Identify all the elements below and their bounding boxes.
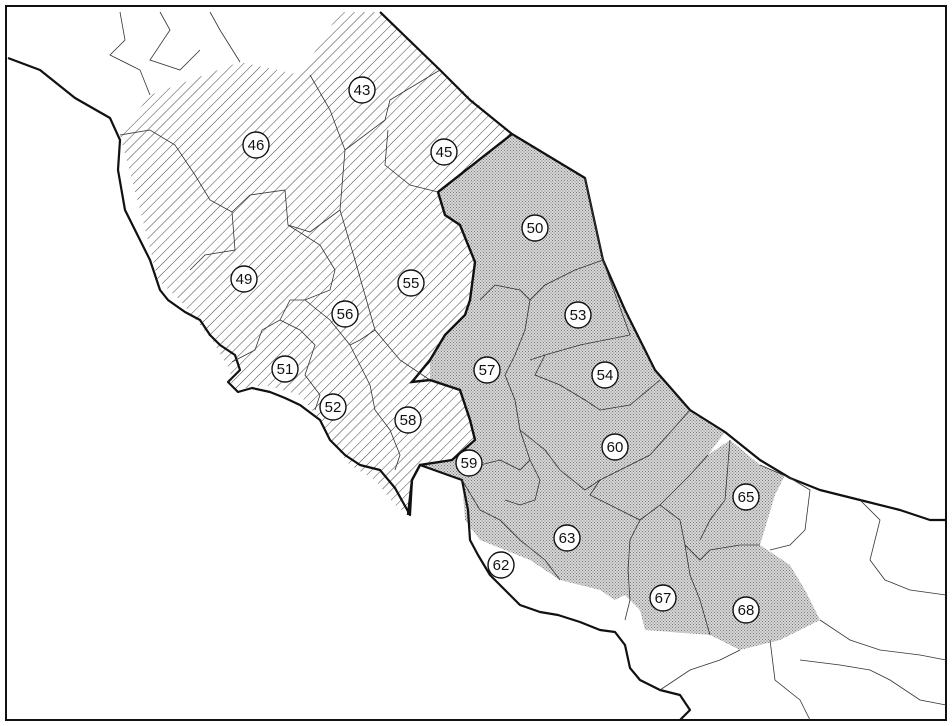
svg-text:62: 62 xyxy=(493,557,510,574)
svg-text:68: 68 xyxy=(738,602,755,619)
region-label-45[interactable]: 45 xyxy=(430,138,458,166)
svg-text:49: 49 xyxy=(236,271,253,288)
stippled-zone xyxy=(420,134,820,650)
region-label-51[interactable]: 51 xyxy=(271,355,299,383)
svg-text:59: 59 xyxy=(461,455,478,472)
svg-text:56: 56 xyxy=(337,306,354,323)
west-coastline xyxy=(7,56,692,721)
region-label-52[interactable]: 52 xyxy=(319,393,347,421)
region-label-55[interactable]: 55 xyxy=(397,269,425,297)
region-labels: 43 45 46 49 50 51 xyxy=(230,76,760,624)
svg-text:67: 67 xyxy=(655,590,672,607)
region-label-49[interactable]: 49 xyxy=(230,265,258,293)
region-label-62[interactable]: 62 xyxy=(487,551,515,579)
region-borders xyxy=(109,11,947,721)
svg-text:63: 63 xyxy=(559,530,576,547)
svg-text:57: 57 xyxy=(479,362,496,379)
region-label-67[interactable]: 67 xyxy=(649,584,677,612)
region-label-53[interactable]: 53 xyxy=(564,301,592,329)
region-label-60[interactable]: 60 xyxy=(601,433,629,461)
svg-text:55: 55 xyxy=(403,275,420,292)
zone-boundary xyxy=(406,133,513,516)
region-label-54[interactable]: 54 xyxy=(591,361,619,389)
region-label-50[interactable]: 50 xyxy=(521,214,549,242)
region-label-63[interactable]: 63 xyxy=(553,524,581,552)
svg-text:58: 58 xyxy=(400,412,417,429)
svg-text:50: 50 xyxy=(527,220,544,237)
svg-text:54: 54 xyxy=(597,367,614,384)
svg-text:46: 46 xyxy=(248,137,265,154)
region-label-59[interactable]: 59 xyxy=(455,449,483,477)
region-label-65[interactable]: 65 xyxy=(732,483,760,511)
region-label-43[interactable]: 43 xyxy=(348,76,376,104)
region-label-58[interactable]: 58 xyxy=(394,406,422,434)
svg-text:51: 51 xyxy=(277,361,294,378)
svg-text:65: 65 xyxy=(738,489,755,506)
region-label-57[interactable]: 57 xyxy=(473,356,501,384)
hatched-zone xyxy=(120,12,512,515)
region-label-68[interactable]: 68 xyxy=(732,596,760,624)
svg-text:53: 53 xyxy=(570,307,587,324)
svg-text:45: 45 xyxy=(436,144,453,161)
region-label-56[interactable]: 56 xyxy=(331,300,359,328)
svg-text:60: 60 xyxy=(607,439,624,456)
region-label-46[interactable]: 46 xyxy=(242,131,270,159)
svg-text:43: 43 xyxy=(354,82,371,99)
svg-text:52: 52 xyxy=(325,399,342,416)
